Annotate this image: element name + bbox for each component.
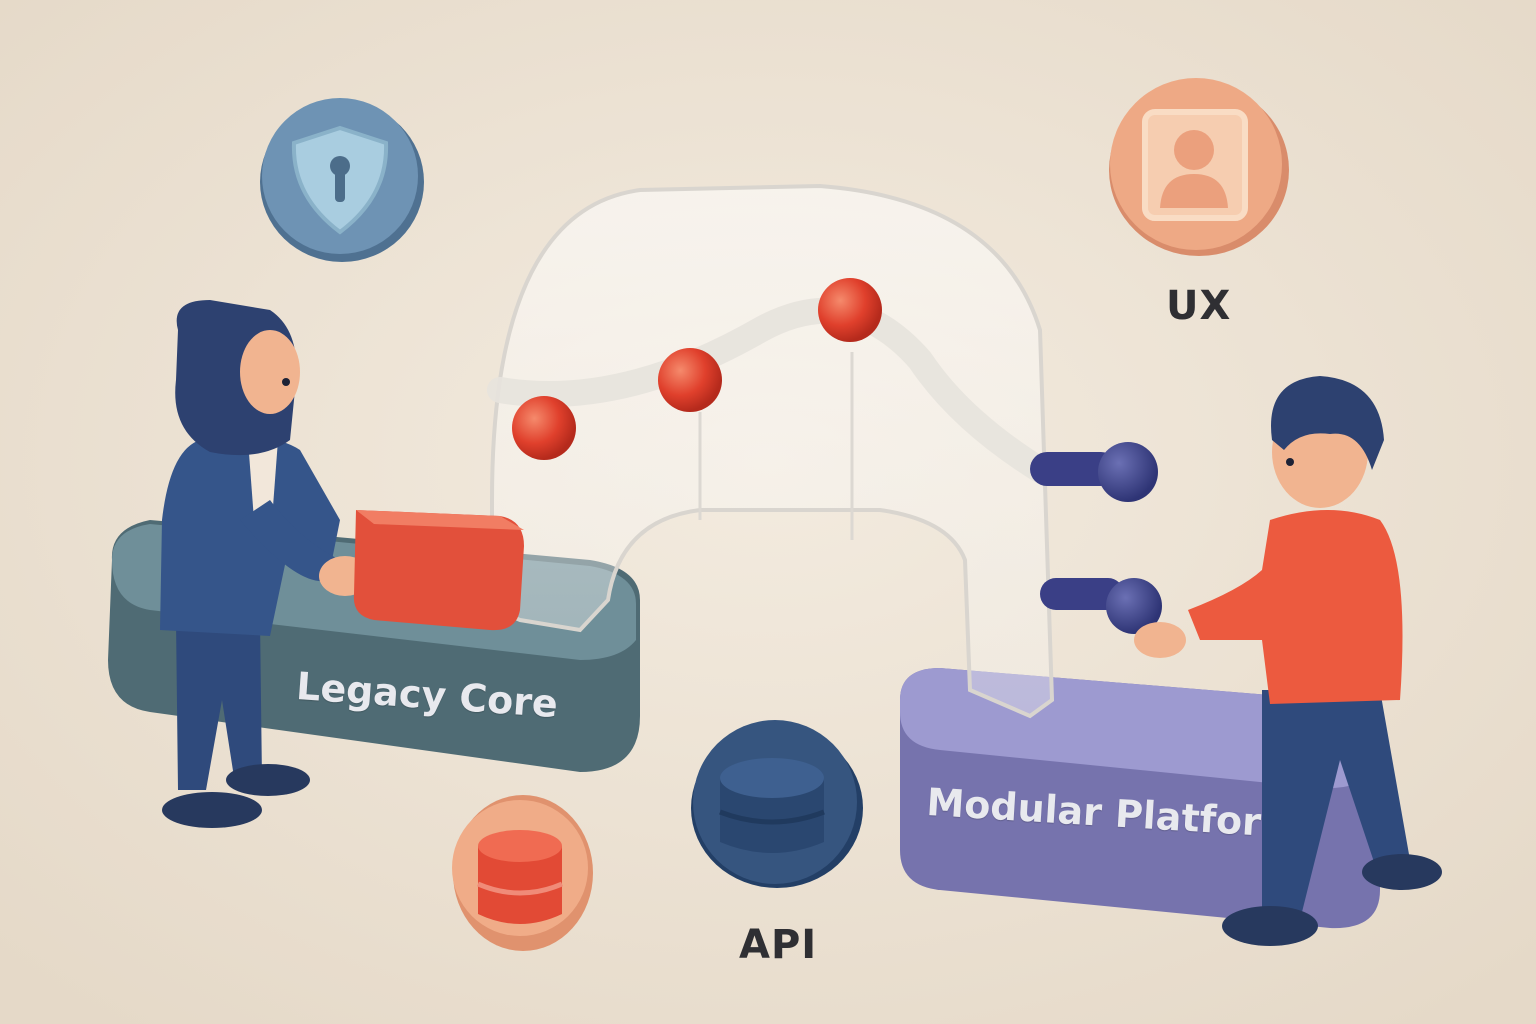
red-block — [353, 510, 524, 631]
security-coin — [260, 98, 424, 262]
database-icon — [477, 830, 563, 924]
api-coin — [691, 720, 863, 888]
node-ball — [658, 348, 722, 412]
connector-knob — [1030, 442, 1158, 502]
database-icon — [719, 758, 825, 853]
woman-figure — [160, 300, 524, 828]
node-ball — [512, 396, 576, 460]
man-figure — [1134, 376, 1442, 946]
ux-label: UX — [1166, 283, 1232, 329]
ux-coin — [1109, 78, 1289, 256]
glass-bridge — [487, 183, 1162, 719]
api-label: API — [739, 922, 818, 968]
user-profile-icon — [1160, 130, 1228, 208]
node-ball — [818, 278, 882, 342]
data-coin — [452, 795, 593, 951]
connector-knob — [1040, 578, 1162, 634]
